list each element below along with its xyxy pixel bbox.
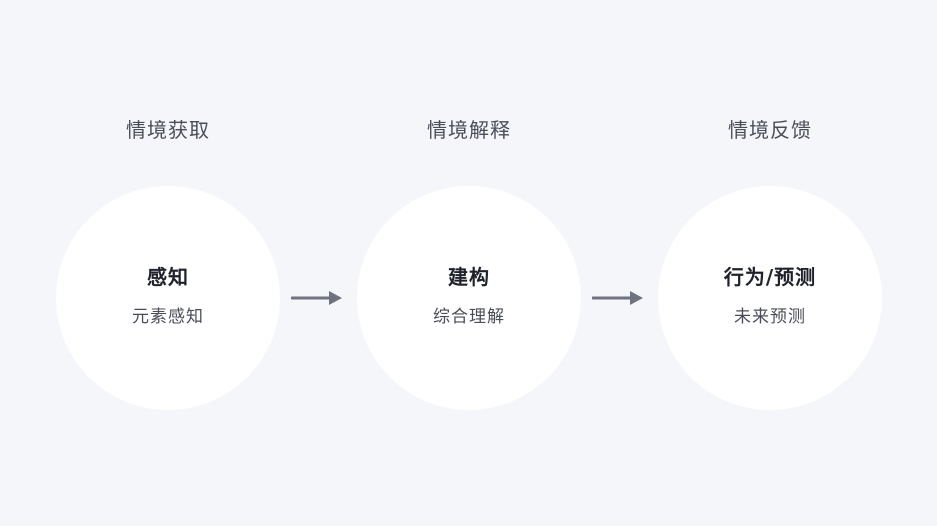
- stage-title-prediction: 行为/预测: [723, 265, 817, 289]
- stage-header-interpretation: 情境解释: [427, 118, 511, 142]
- stage-title-construction: 建构: [448, 265, 490, 289]
- stage-circle-prediction: 行为/预测 未来预测: [658, 186, 882, 410]
- stage-subtitle-construction: 综合理解: [433, 307, 505, 327]
- stage-circle-construction: 建构 综合理解: [357, 186, 581, 410]
- stage-circle-perception: 感知 元素感知: [56, 186, 280, 410]
- stage-title-perception: 感知: [147, 265, 189, 289]
- arrow-right-icon: [291, 291, 342, 305]
- stage-header-feedback: 情境反馈: [728, 118, 812, 142]
- stage-header-acquisition: 情境获取: [126, 118, 210, 142]
- arrow-right-icon: [592, 291, 643, 305]
- stage-subtitle-prediction: 未来预测: [734, 307, 806, 327]
- stage-subtitle-perception: 元素感知: [132, 307, 204, 327]
